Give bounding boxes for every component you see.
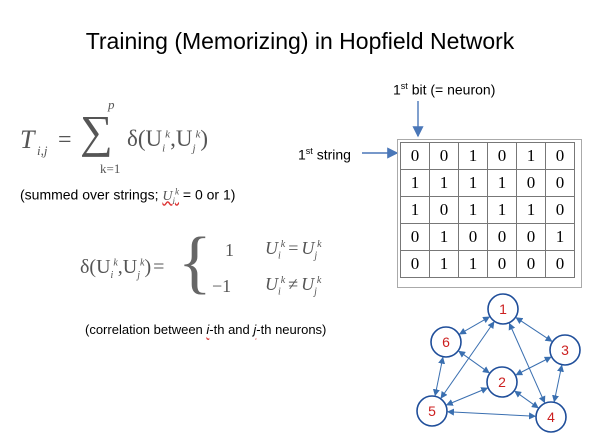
matrix-cell: 0 <box>487 250 517 278</box>
neuron-circle <box>535 401 567 433</box>
network-edge <box>446 408 537 420</box>
delta-definition: δ(Uik,Ujk)= { 1 Uik=Ujk −1 Uik≠Ujk <box>80 228 340 307</box>
neuron-label: 4 <box>547 409 555 425</box>
slide-title: Training (Memorizing) in Hopfield Networ… <box>85 28 515 54</box>
formula-equals: = <box>58 127 72 153</box>
matrix-cell: 0 <box>516 223 546 251</box>
matrix-cell: 0 <box>400 142 430 170</box>
neuron-label: 1 <box>499 301 507 317</box>
formula-lhs: T <box>20 125 35 154</box>
neuron-label: 5 <box>428 403 436 419</box>
neuron-circle <box>486 366 518 398</box>
case2-value: −1 <box>212 276 232 296</box>
neuron-label: 3 <box>561 342 569 358</box>
matrix-cell: 0 <box>545 142 575 170</box>
neuron-circle <box>549 334 581 366</box>
matrix-cell: 1 <box>429 169 459 197</box>
matrix-cell: 0 <box>487 142 517 170</box>
sum-lower-limit: k=1 <box>100 161 121 176</box>
first-string-label: 1st string <box>298 146 351 163</box>
case1-condition: Uik=Ujk <box>265 238 322 262</box>
neuron-circle <box>416 395 448 427</box>
network-edge <box>552 364 564 403</box>
matrix-cell: 0 <box>545 169 575 197</box>
neuron-node: 1 <box>487 293 519 325</box>
matrix-cell: 1 <box>458 196 488 224</box>
correlation-note: (correlation between i-th and j-th neuro… <box>85 322 327 337</box>
matrix-cell: 1 <box>516 196 546 224</box>
neuron-node: 3 <box>549 334 581 366</box>
neuron-circle <box>487 293 519 325</box>
network-edge <box>458 316 491 335</box>
matrix-cell: 1 <box>458 169 488 197</box>
training-formula: T i,j = p ∑ k=1 δ(Uik,Ujk) <box>20 95 230 185</box>
matrix-cell: 1 <box>429 250 459 278</box>
neuron-node: 5 <box>416 395 448 427</box>
neuron-label: 6 <box>442 334 450 350</box>
matrix-frame <box>397 139 582 288</box>
matrix-cell: 1 <box>487 196 517 224</box>
formula-lhs-subscript: i,j <box>37 143 48 158</box>
delta-lhs: δ(Uik,Ujk)= <box>80 256 165 281</box>
matrix-cell: 0 <box>429 142 459 170</box>
matrix-cell: 1 <box>458 142 488 170</box>
matrix-cell: 1 <box>516 142 546 170</box>
matrix-cell: 1 <box>429 223 459 251</box>
brace-icon: { <box>178 224 212 301</box>
formula-delta-term: δ(Uik,Ujk) <box>127 126 209 155</box>
network-edge <box>515 317 553 342</box>
neuron-node: 2 <box>486 366 518 398</box>
matrix-cell: 1 <box>487 169 517 197</box>
sum-symbol: ∑ <box>80 106 113 157</box>
summed-note: (summed over strings; Uik = 0 or 1) <box>20 186 236 206</box>
matrix-cell: 0 <box>400 223 430 251</box>
matrix-cell: 1 <box>400 196 430 224</box>
case1-value: 1 <box>225 240 234 260</box>
hopfield-network-diagram: 1 2 3 4 5 6 <box>416 293 581 433</box>
sum-upper-limit: p <box>108 97 115 112</box>
neuron-label: 2 <box>498 374 506 390</box>
network-edge <box>458 350 490 374</box>
matrix-cell: 0 <box>429 196 459 224</box>
matrix-cell: 0 <box>487 223 517 251</box>
matrix-cell: 1 <box>458 250 488 278</box>
network-edge <box>432 356 446 397</box>
matrix-cell: 0 <box>458 223 488 251</box>
matrix-cell: 0 <box>516 169 546 197</box>
matrix-cell: 1 <box>545 223 575 251</box>
neuron-circle <box>430 326 462 358</box>
matrix-cell: 0 <box>545 196 575 224</box>
first-bit-label: 1st bit (= neuron) <box>393 81 496 98</box>
network-edge <box>515 356 552 376</box>
matrix-cell: 0 <box>400 250 430 278</box>
network-edge <box>514 390 539 409</box>
matrix-cell: 0 <box>545 250 575 278</box>
case2-condition: Uik≠Ujk <box>265 274 322 298</box>
neuron-node: 4 <box>535 401 567 433</box>
matrix-cell: 1 <box>400 169 430 197</box>
network-edge <box>445 387 489 406</box>
neuron-node: 6 <box>430 326 462 358</box>
matrix-cell: 0 <box>516 250 546 278</box>
